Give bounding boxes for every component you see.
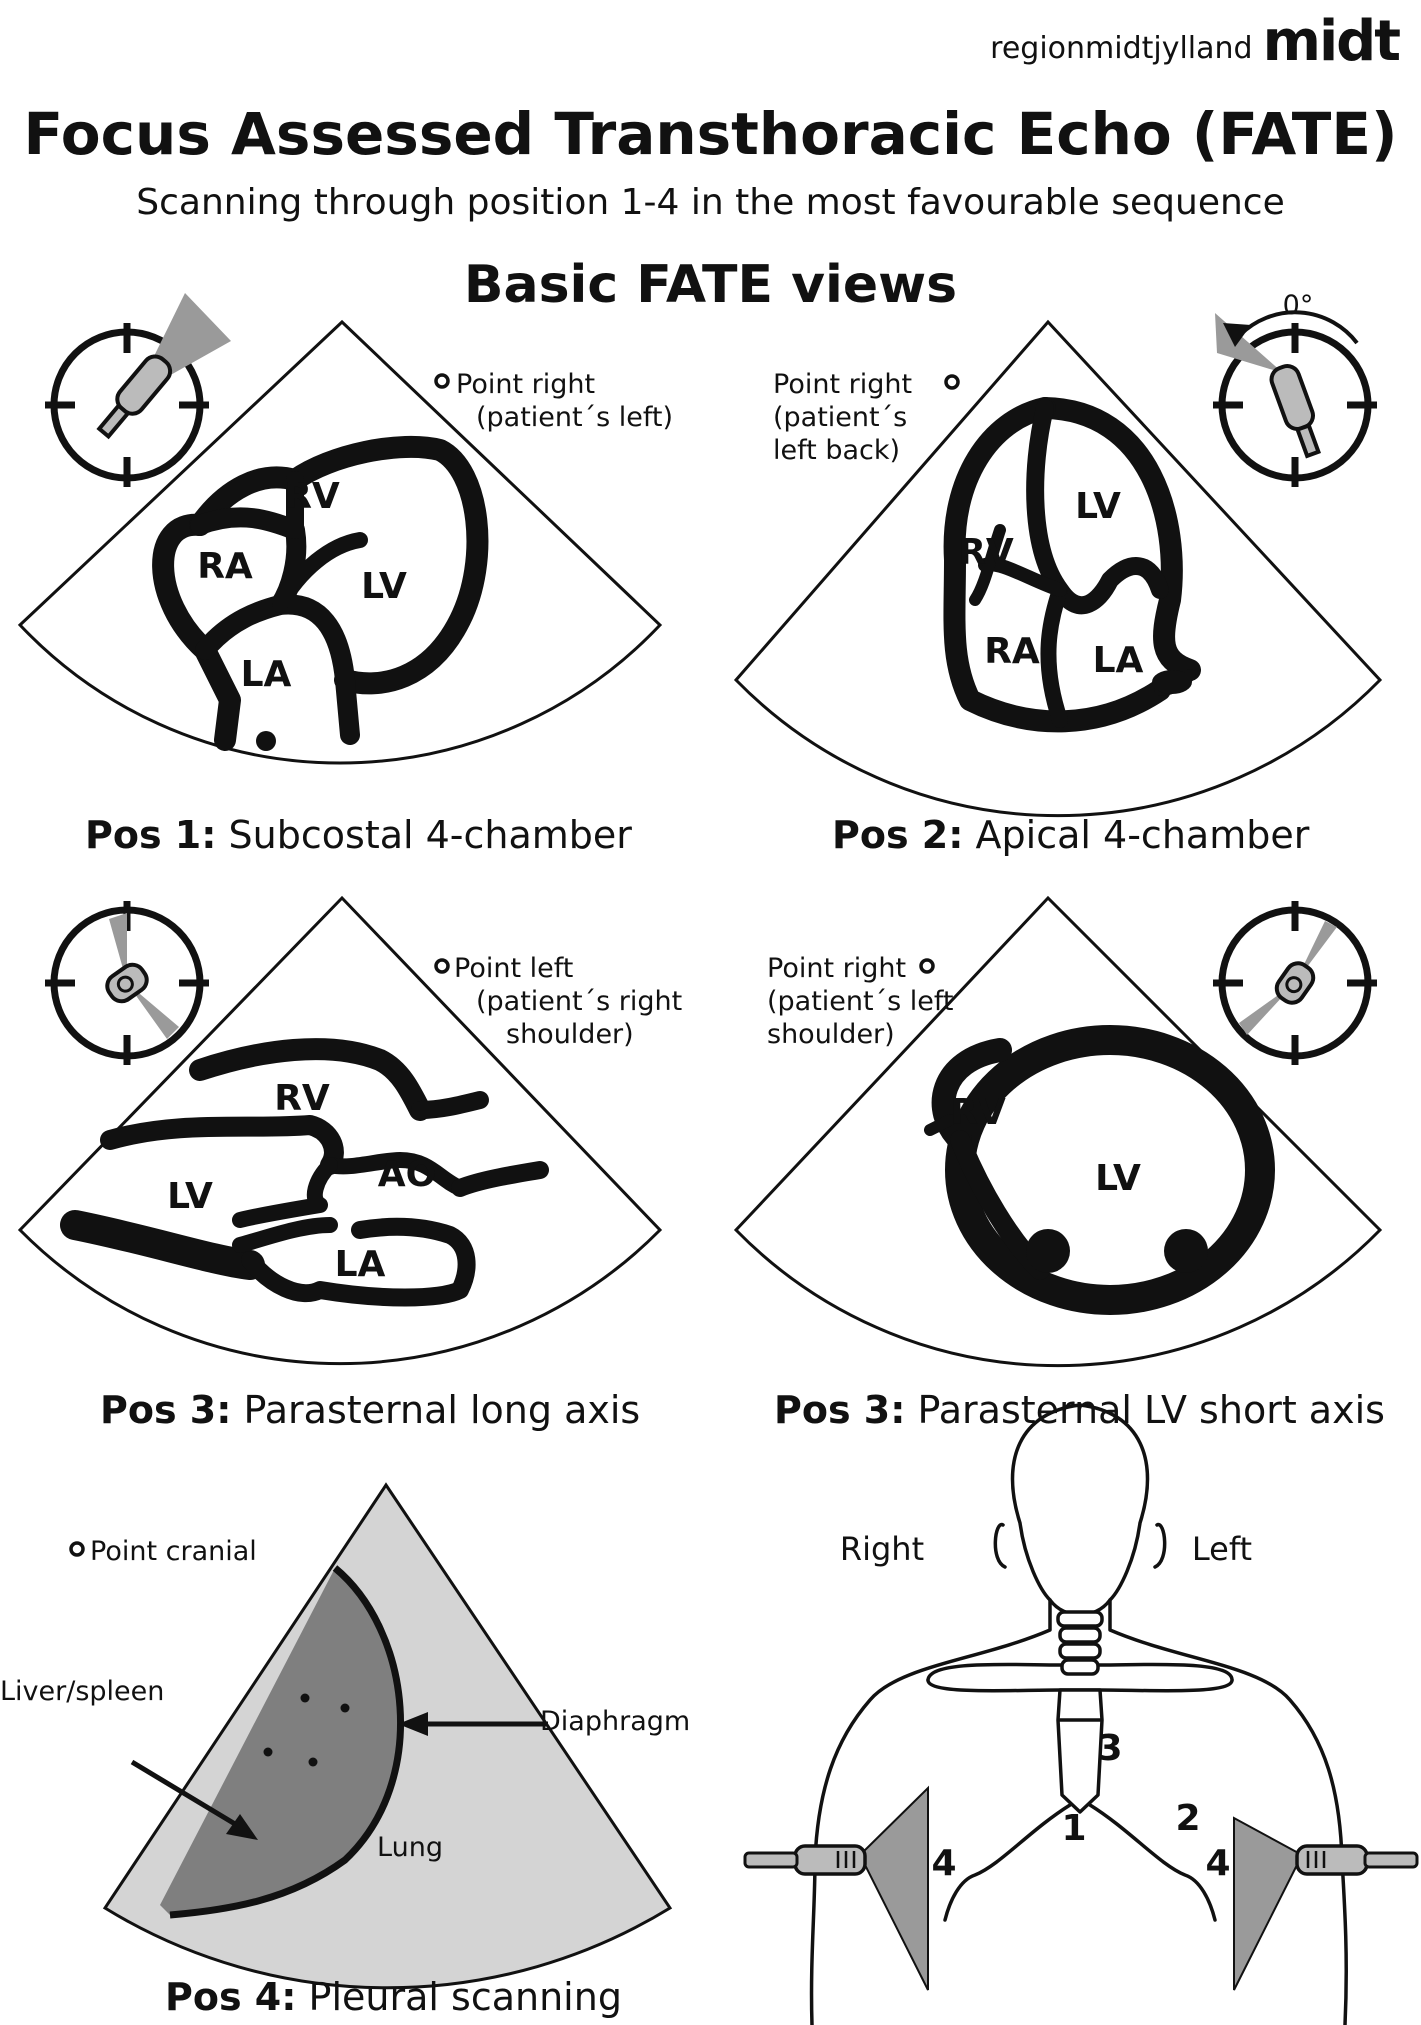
logo-mark: midt	[1262, 9, 1401, 74]
probe-dial-icon	[1213, 901, 1377, 1065]
diaphragm-label: Diaphragm	[540, 1706, 690, 1737]
probe-dial-icon	[45, 901, 209, 1065]
region-logo: regionmidtjylland midt	[990, 9, 1401, 74]
liver-label: Liver/spleen	[0, 1676, 164, 1707]
position-marker-2: 2	[1175, 1798, 1200, 1839]
left-probe-icon	[743, 1785, 929, 1991]
view-apical: LV RV RA LA 0°	[733, 290, 1383, 818]
heart-outline	[943, 397, 1201, 733]
caption-view5: Pos 4: Pleural scanning	[165, 1975, 622, 2019]
cervical-spine	[1056, 1610, 1104, 1676]
chamber-label-lv: LV	[361, 566, 407, 607]
view-parasternal-long: RV AO LV LA	[17, 895, 663, 1366]
chamber-label-la: LA	[241, 654, 292, 695]
pleural-note: Point cranial	[90, 1536, 257, 1567]
right-probe-icon	[1233, 1816, 1419, 1991]
chamber-label-ao: AO	[378, 1154, 436, 1195]
caption-view1: Pos 1: Subcostal 4-chamber	[85, 813, 632, 857]
page-title: Focus Assessed Transthoracic Echo (FATE)	[23, 100, 1398, 168]
probe-dial-icon	[1213, 310, 1377, 487]
heart-outline	[60, 1038, 549, 1307]
view3-note: Point left (patient´s right shoulder)	[454, 953, 683, 1050]
chamber-label-la: LA	[1093, 640, 1144, 681]
body-right-label: Right	[840, 1530, 924, 1568]
chamber-label-rv: RV	[284, 476, 340, 517]
diaphragm-line	[169, 1565, 405, 1919]
chamber-label-lv: LV	[167, 1176, 213, 1217]
logo-text: regionmidtjylland	[990, 31, 1253, 66]
angle-label: 0°	[1283, 290, 1314, 321]
chamber-label-rv: RV	[958, 532, 1014, 573]
caption-view3: Pos 3: Parasternal long axis	[100, 1388, 641, 1432]
view-pleural: Point cranial Liver/spleen Diaphragm Lun…	[0, 1482, 690, 1990]
view1-note: Point right (patient´s left)	[456, 369, 674, 433]
torso-diagram	[809, 1403, 1348, 2025]
page-subtitle: Scanning through position 1-4 in the mos…	[136, 182, 1285, 223]
body-left-label: Left	[1192, 1530, 1252, 1568]
chamber-label-lv: LV	[1075, 486, 1121, 527]
heart-outline	[152, 435, 489, 751]
liver-spleen-region	[160, 1568, 401, 1915]
view2-note: Point right (patient´s left back)	[773, 369, 913, 466]
section-heading: Basic FATE views	[463, 255, 958, 315]
view-parasternal-short: RV LV	[733, 895, 1383, 1368]
chamber-label-lv: LV	[1095, 1158, 1141, 1199]
position-marker-4-left: 4	[1205, 1843, 1230, 1884]
probe-dial-icon	[45, 293, 231, 487]
caption-view2: Pos 2: Apical 4-chamber	[832, 813, 1310, 857]
position-marker-3: 3	[1097, 1728, 1122, 1769]
position-marker-1: 1	[1061, 1808, 1086, 1849]
chamber-label-la: LA	[335, 1244, 386, 1285]
view-subcostal: RV RA LV LA	[17, 293, 663, 765]
caption-view4: Pos 3: Parasternal LV short axis	[774, 1388, 1385, 1432]
position-marker-4-right: 4	[931, 1843, 956, 1884]
chamber-label-ra: RA	[984, 631, 1040, 672]
chamber-label-rv: RV	[274, 1078, 330, 1119]
view4-note: Point right (patient´s left shoulder)	[767, 953, 954, 1050]
ultrasound-sector	[733, 319, 1383, 818]
chamber-label-rv: RV	[950, 1092, 1006, 1133]
chamber-label-ra: RA	[197, 546, 253, 587]
lung-label: Lung	[377, 1832, 443, 1863]
